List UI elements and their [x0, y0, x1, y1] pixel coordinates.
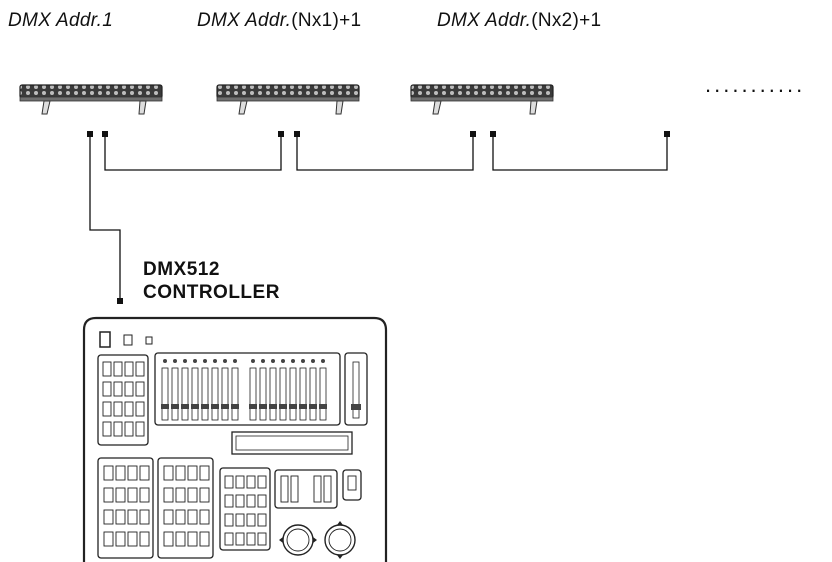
function-buttons-panel: [219, 467, 271, 551]
more-fixtures-ellipsis: ...........: [705, 72, 806, 97]
dmx-address-label-3: DMX Addr.(Nx2)+1: [437, 10, 602, 31]
controller-label: DMX512 CONTROLLER: [143, 258, 280, 304]
dmx-connectors: [87, 131, 670, 304]
power-switch: [99, 331, 111, 348]
dmx512-controller: [82, 316, 388, 562]
led-bar-fixture-2: [216, 84, 360, 115]
controller-label-line1: DMX512: [143, 259, 220, 280]
led-bar-fixture-3: [410, 84, 554, 115]
cable-controller-to-fixture-1: [89, 135, 121, 300]
speed-fade-panel: [274, 469, 338, 509]
cable-fixture-1-to-fixture-2: [104, 135, 282, 171]
cable-fixture-3-to-next: [492, 135, 668, 171]
dmx-cables: [89, 135, 668, 300]
led-bar-fixture-1: [19, 84, 163, 115]
dmx-address-label-1: DMX Addr.1: [8, 10, 114, 31]
dmx-address-label-2: DMX Addr.(Nx1)+1: [197, 10, 362, 31]
controller-label-line2: CONTROLLER: [143, 282, 280, 303]
cable-fixture-2-to-fixture-3: [296, 135, 474, 171]
